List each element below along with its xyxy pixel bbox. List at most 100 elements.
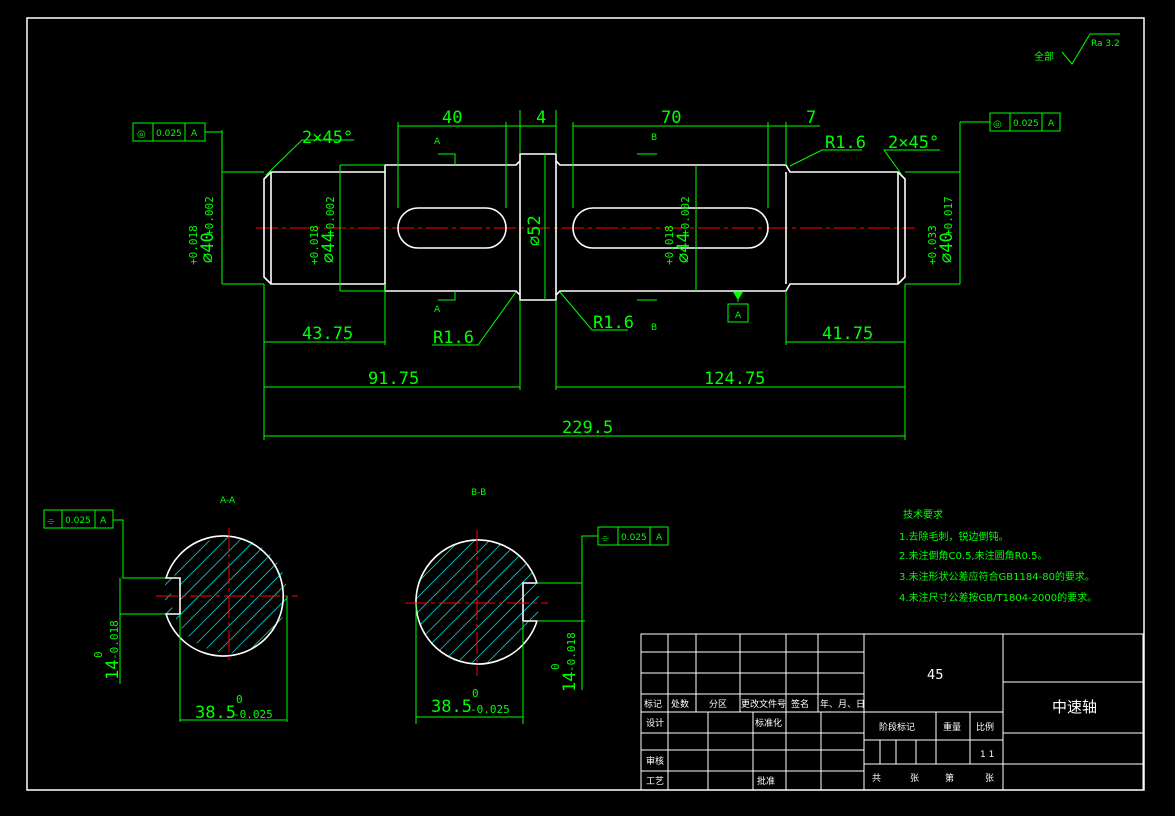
bb-depth-up: 0 — [472, 687, 479, 700]
surface-roughness: 全部 Ra 3.2 — [1034, 33, 1120, 65]
gdt-aa-datum: A — [100, 516, 107, 526]
shaft-outline — [263, 153, 906, 301]
aa-width-lo: -0.018 — [108, 620, 121, 660]
gdt-right-datum: A — [1048, 119, 1055, 129]
roughness-value: Ra 3.2 — [1091, 39, 1120, 49]
dim-70: 70 — [661, 108, 681, 128]
tb-standardize: 标准化 — [755, 717, 782, 729]
tb-sheet-no: 第 — [945, 772, 954, 784]
section-bb: B-B ⌯ 0.025 A — [405, 488, 669, 724]
section-mark-a-bottom: A — [434, 305, 441, 315]
section-mark-b-top: B — [651, 133, 657, 143]
dim-r-left: R1.6 — [433, 328, 474, 348]
tb-header: 签名 — [791, 698, 809, 710]
dim-7: 7 — [806, 108, 816, 128]
tb-header: 年、月、日 — [820, 698, 865, 710]
dimension-lines — [205, 110, 990, 440]
tb-design: 设计 — [646, 717, 664, 729]
gdt-left-symbol: ◎ — [137, 129, 146, 140]
aa-width: 14 — [103, 660, 123, 680]
drawing-border — [26, 17, 1145, 791]
tb-scale: 比例 — [976, 721, 994, 733]
dim-dia52: ⌀52 — [525, 215, 545, 246]
dim-dia40-right: ⌀40 — [937, 232, 957, 263]
section-bb-outline — [415, 539, 539, 665]
section-aa: A-A ⌯ 0.025 A — [43, 496, 298, 723]
dim-4: 4 — [536, 108, 546, 128]
datum-label: A — [735, 311, 742, 321]
dim-dia44-right-tol-lo: +0.002 — [679, 196, 692, 236]
tech-req-item: 2.未注倒角C0.5,未注圆角R0.5。 — [899, 549, 1047, 562]
dim-dia40-right-tol-lo: +0.017 — [942, 196, 955, 236]
gdt-bb-value: 0.025 — [621, 533, 647, 543]
dim-41-75: 41.75 — [822, 324, 873, 344]
gdt-left-datum: A — [191, 129, 198, 139]
gdt-bb-datum: A — [656, 533, 663, 543]
tech-req-item: 3.未注形状公差应符合GB1184-80的要求。 — [899, 570, 1095, 583]
dim-dia44-right-tol-up: +0.018 — [663, 225, 676, 265]
bb-depth-lo: -0.025 — [470, 703, 510, 716]
keyway-right — [572, 207, 769, 249]
tb-scale-value: 1 1 — [980, 750, 994, 760]
dim-dia44-left-tol-lo: +0.002 — [324, 196, 337, 236]
tech-requirements: 技术要求 1.去除毛刺，锐边倒钝。 2.未注倒角C0.5,未注圆角R0.5。 3… — [899, 508, 1097, 604]
dim-dia40-right-tol-up: +0.033 — [926, 225, 939, 265]
shaft-main-view — [256, 153, 915, 301]
gdt-aa-symbol: ⌯ — [47, 516, 55, 527]
tech-req-title: 技术要求 — [903, 508, 943, 521]
dim-dia44-left-tol-up: +0.018 — [308, 225, 321, 265]
tb-review: 审核 — [646, 755, 664, 767]
tb-sheets-unit: 张 — [910, 773, 919, 784]
gdt-right-symbol: ◎ — [993, 119, 1002, 130]
tb-sheet-unit2: 张 — [985, 773, 994, 784]
dim-dia44-right: ⌀44 — [674, 232, 694, 263]
bb-depth: 38.5 — [431, 697, 472, 717]
tech-req-item: 1.去除毛刺，锐边倒钝。 — [899, 530, 1009, 543]
dim-124-75: 124.75 — [704, 369, 765, 389]
dim-43-75: 43.75 — [302, 324, 353, 344]
aa-depth-lo: -0.025 — [233, 708, 273, 721]
section-bb-title: B-B — [471, 488, 486, 498]
tb-header: 处数 — [671, 698, 689, 710]
dim-r-mid: R1.6 — [593, 313, 634, 333]
dim-229-5: 229.5 — [562, 418, 613, 438]
tb-stage-mark: 阶段标记 — [879, 721, 915, 733]
tb-craft: 工艺 — [646, 776, 664, 787]
title-block: 45 中速轴 标记 处数 分区 更改文件号 签名 年、月、日 设计 标准化 阶段… — [640, 633, 1144, 791]
dim-dia40-left: ⌀40 — [198, 232, 218, 263]
dim-91-75: 91.75 — [368, 369, 419, 389]
keyway-left — [397, 207, 507, 249]
dim-40: 40 — [442, 108, 462, 128]
aa-width-up: 0 — [92, 651, 105, 658]
tb-approve: 批准 — [757, 775, 775, 787]
aa-depth-up: 0 — [236, 693, 243, 706]
section-aa-title: A-A — [220, 496, 236, 506]
datum-triangle — [733, 292, 743, 300]
tb-weight: 重量 — [943, 721, 961, 733]
dim-chamfer-left: 2×45° — [302, 128, 353, 148]
gdt-aa-value: 0.025 — [65, 516, 91, 526]
gdt-right-value: 0.025 — [1013, 119, 1039, 129]
dimension-texts: 40 4 70 7 2×45° 2×45° R1.6 R1.6 R1.6 43.… — [187, 108, 957, 438]
gdt-frame-left: ◎ 0.025 A — [132, 122, 206, 142]
bb-width-up: 0 — [549, 663, 562, 670]
bb-width-lo: -0.018 — [565, 632, 578, 672]
section-aa-outline — [164, 535, 284, 657]
tb-header: 标记 — [644, 698, 662, 710]
dim-dia40-left-tol-up: +0.018 — [187, 225, 200, 265]
tech-req-item: 4.未注尺寸公差按GB/T1804-2000的要求。 — [899, 591, 1097, 604]
section-mark-b-bottom: B — [651, 323, 657, 333]
bb-width: 14 — [560, 672, 580, 692]
tb-material: 45 — [927, 668, 944, 683]
gdt-left-value: 0.025 — [156, 129, 182, 139]
dim-dia44-left: ⌀44 — [319, 232, 339, 263]
aa-depth: 38.5 — [195, 703, 236, 723]
gdt-frame-right: ◎ 0.025 A — [989, 112, 1061, 132]
tb-sheets-total: 共 — [872, 773, 881, 784]
tb-part-name: 中速轴 — [1052, 698, 1097, 716]
section-mark-a-top: A — [434, 137, 441, 147]
dim-chamfer-right: 2×45° — [888, 133, 939, 153]
gdt-bb-symbol: ⌯ — [601, 533, 609, 544]
roughness-prefix: 全部 — [1034, 50, 1054, 63]
